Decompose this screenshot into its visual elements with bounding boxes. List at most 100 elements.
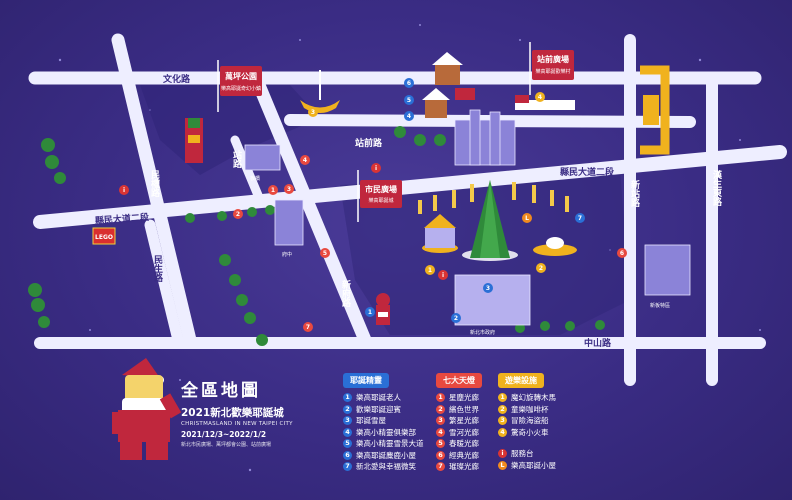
road-label-zhanqian: 站前路 xyxy=(355,137,383,149)
light-columns xyxy=(418,182,569,214)
building-label-b2: 府中 xyxy=(282,251,292,258)
svg-text:4: 4 xyxy=(407,113,411,120)
event-venues: 新北市民廣場、萬坪都會公園、站前廣場 xyxy=(181,442,272,448)
svg-text:i: i xyxy=(375,165,377,172)
svg-text:4: 4 xyxy=(303,157,307,164)
event-name: 2021新北歡樂耶誕城 xyxy=(181,407,284,419)
building-fuzhong xyxy=(274,199,304,246)
building-banqiao xyxy=(244,144,281,171)
road-labels: 文化路 站前路 縣民大道二段 縣民大道二段 中山路 民權路 民生路 新府路 新站… xyxy=(95,73,722,349)
marker-santa-5 xyxy=(404,95,414,105)
road-label-zhan: 站路 xyxy=(231,149,242,169)
svg-text:5: 5 xyxy=(323,250,327,257)
road-label-hansheng: 漢生東路 xyxy=(711,169,722,207)
marker-lego-1 xyxy=(522,213,532,223)
sign-citizen-sub: 樂高耶誕城 xyxy=(368,197,393,204)
legend-seven-header: 七大天燈 xyxy=(436,373,482,388)
carousel xyxy=(422,214,458,253)
svg-text:2: 2 xyxy=(236,211,240,218)
sign-wanping-sub: 樂高耶誕奇幻小鎮 xyxy=(221,85,261,92)
legend-rides-header: 遊樂設施 xyxy=(498,373,544,388)
marker-santa-2 xyxy=(451,313,461,323)
sign-citizen: 市民廣場 樂高耶誕城 xyxy=(357,170,402,222)
marker-seven-2 xyxy=(233,209,243,219)
sign-wanping-title: 萬坪公園 xyxy=(225,71,257,81)
svg-text:i: i xyxy=(123,187,125,194)
road-label-xianmin2b: 縣民大道二段 xyxy=(95,211,151,227)
christmas-tree-plaza xyxy=(462,180,518,261)
road-label-zhongshan: 中山路 xyxy=(584,337,612,349)
marker-santa-7 xyxy=(575,213,585,223)
sign-station: 站前廣場 樂高耶誕歡樂村 xyxy=(529,42,574,95)
building-label-b4: 新北市政府 xyxy=(470,329,495,336)
event-dates: 2021/12/3~2022/1/2 xyxy=(181,430,267,439)
svg-text:i: i xyxy=(442,272,444,279)
legend-santa-header: 耶誕精靈 xyxy=(343,373,389,388)
marker-santa-6 xyxy=(404,78,414,88)
marker-info-1 xyxy=(119,185,129,195)
road-label-xinfu: 新府路 xyxy=(340,279,351,308)
building-label-b3: 新板特區 xyxy=(650,302,670,309)
road-minsheng-line xyxy=(144,219,184,346)
svg-text:3: 3 xyxy=(287,186,291,193)
building-xinban xyxy=(644,244,691,296)
event-english-name: CHRISTMASLAND IN NEW TAIPEI CITY xyxy=(181,421,293,427)
marker-ride-4 xyxy=(535,92,545,102)
road-minquan-line xyxy=(111,33,197,347)
svg-text:6: 6 xyxy=(407,80,411,87)
svg-text:5: 5 xyxy=(407,97,411,104)
svg-text:3: 3 xyxy=(486,285,490,292)
svg-text:7: 7 xyxy=(578,215,582,222)
markers-rides: 1 2 3 4 xyxy=(308,92,546,275)
event-title-block: 全區地圖 2021新北歡樂耶誕城 CHRISTMASLAND IN NEW TA… xyxy=(181,376,293,448)
building-city-hall xyxy=(454,274,531,326)
road-label-wenhua: 文化路 xyxy=(162,73,191,85)
sign-station-sub: 樂高耶誕歡樂村 xyxy=(535,68,570,75)
marker-ride-2 xyxy=(536,263,546,273)
marker-seven-4 xyxy=(300,155,310,165)
building-label-b1: 板橋 xyxy=(250,175,260,182)
buildings xyxy=(244,109,691,326)
map-title: 全區地圖 xyxy=(181,381,261,401)
marker-santa-4 xyxy=(404,111,414,121)
lego-logo-text: LEGO xyxy=(95,234,113,241)
road-label-minsheng: 民生路 xyxy=(152,255,163,283)
markers-seven: 1 2 3 4 5 6 7 xyxy=(233,155,627,332)
santa-small xyxy=(376,293,390,325)
marker-santa-3 xyxy=(483,283,493,293)
lego-santa-figure xyxy=(112,358,182,460)
sign-citizen-title: 市民廣場 xyxy=(365,184,397,194)
svg-text:1: 1 xyxy=(428,267,432,274)
sign-station-title: 站前廣場 xyxy=(537,54,569,64)
marker-info-2 xyxy=(371,163,381,173)
markers-extra: i i i L xyxy=(119,163,532,280)
marker-seven-3 xyxy=(284,184,294,194)
marker-seven-5 xyxy=(320,248,330,258)
gingerbread-houses xyxy=(422,52,475,118)
svg-text:1: 1 xyxy=(368,309,372,316)
road-label-minquan: 民權路 xyxy=(149,170,160,198)
marker-santa-1 xyxy=(365,307,375,317)
